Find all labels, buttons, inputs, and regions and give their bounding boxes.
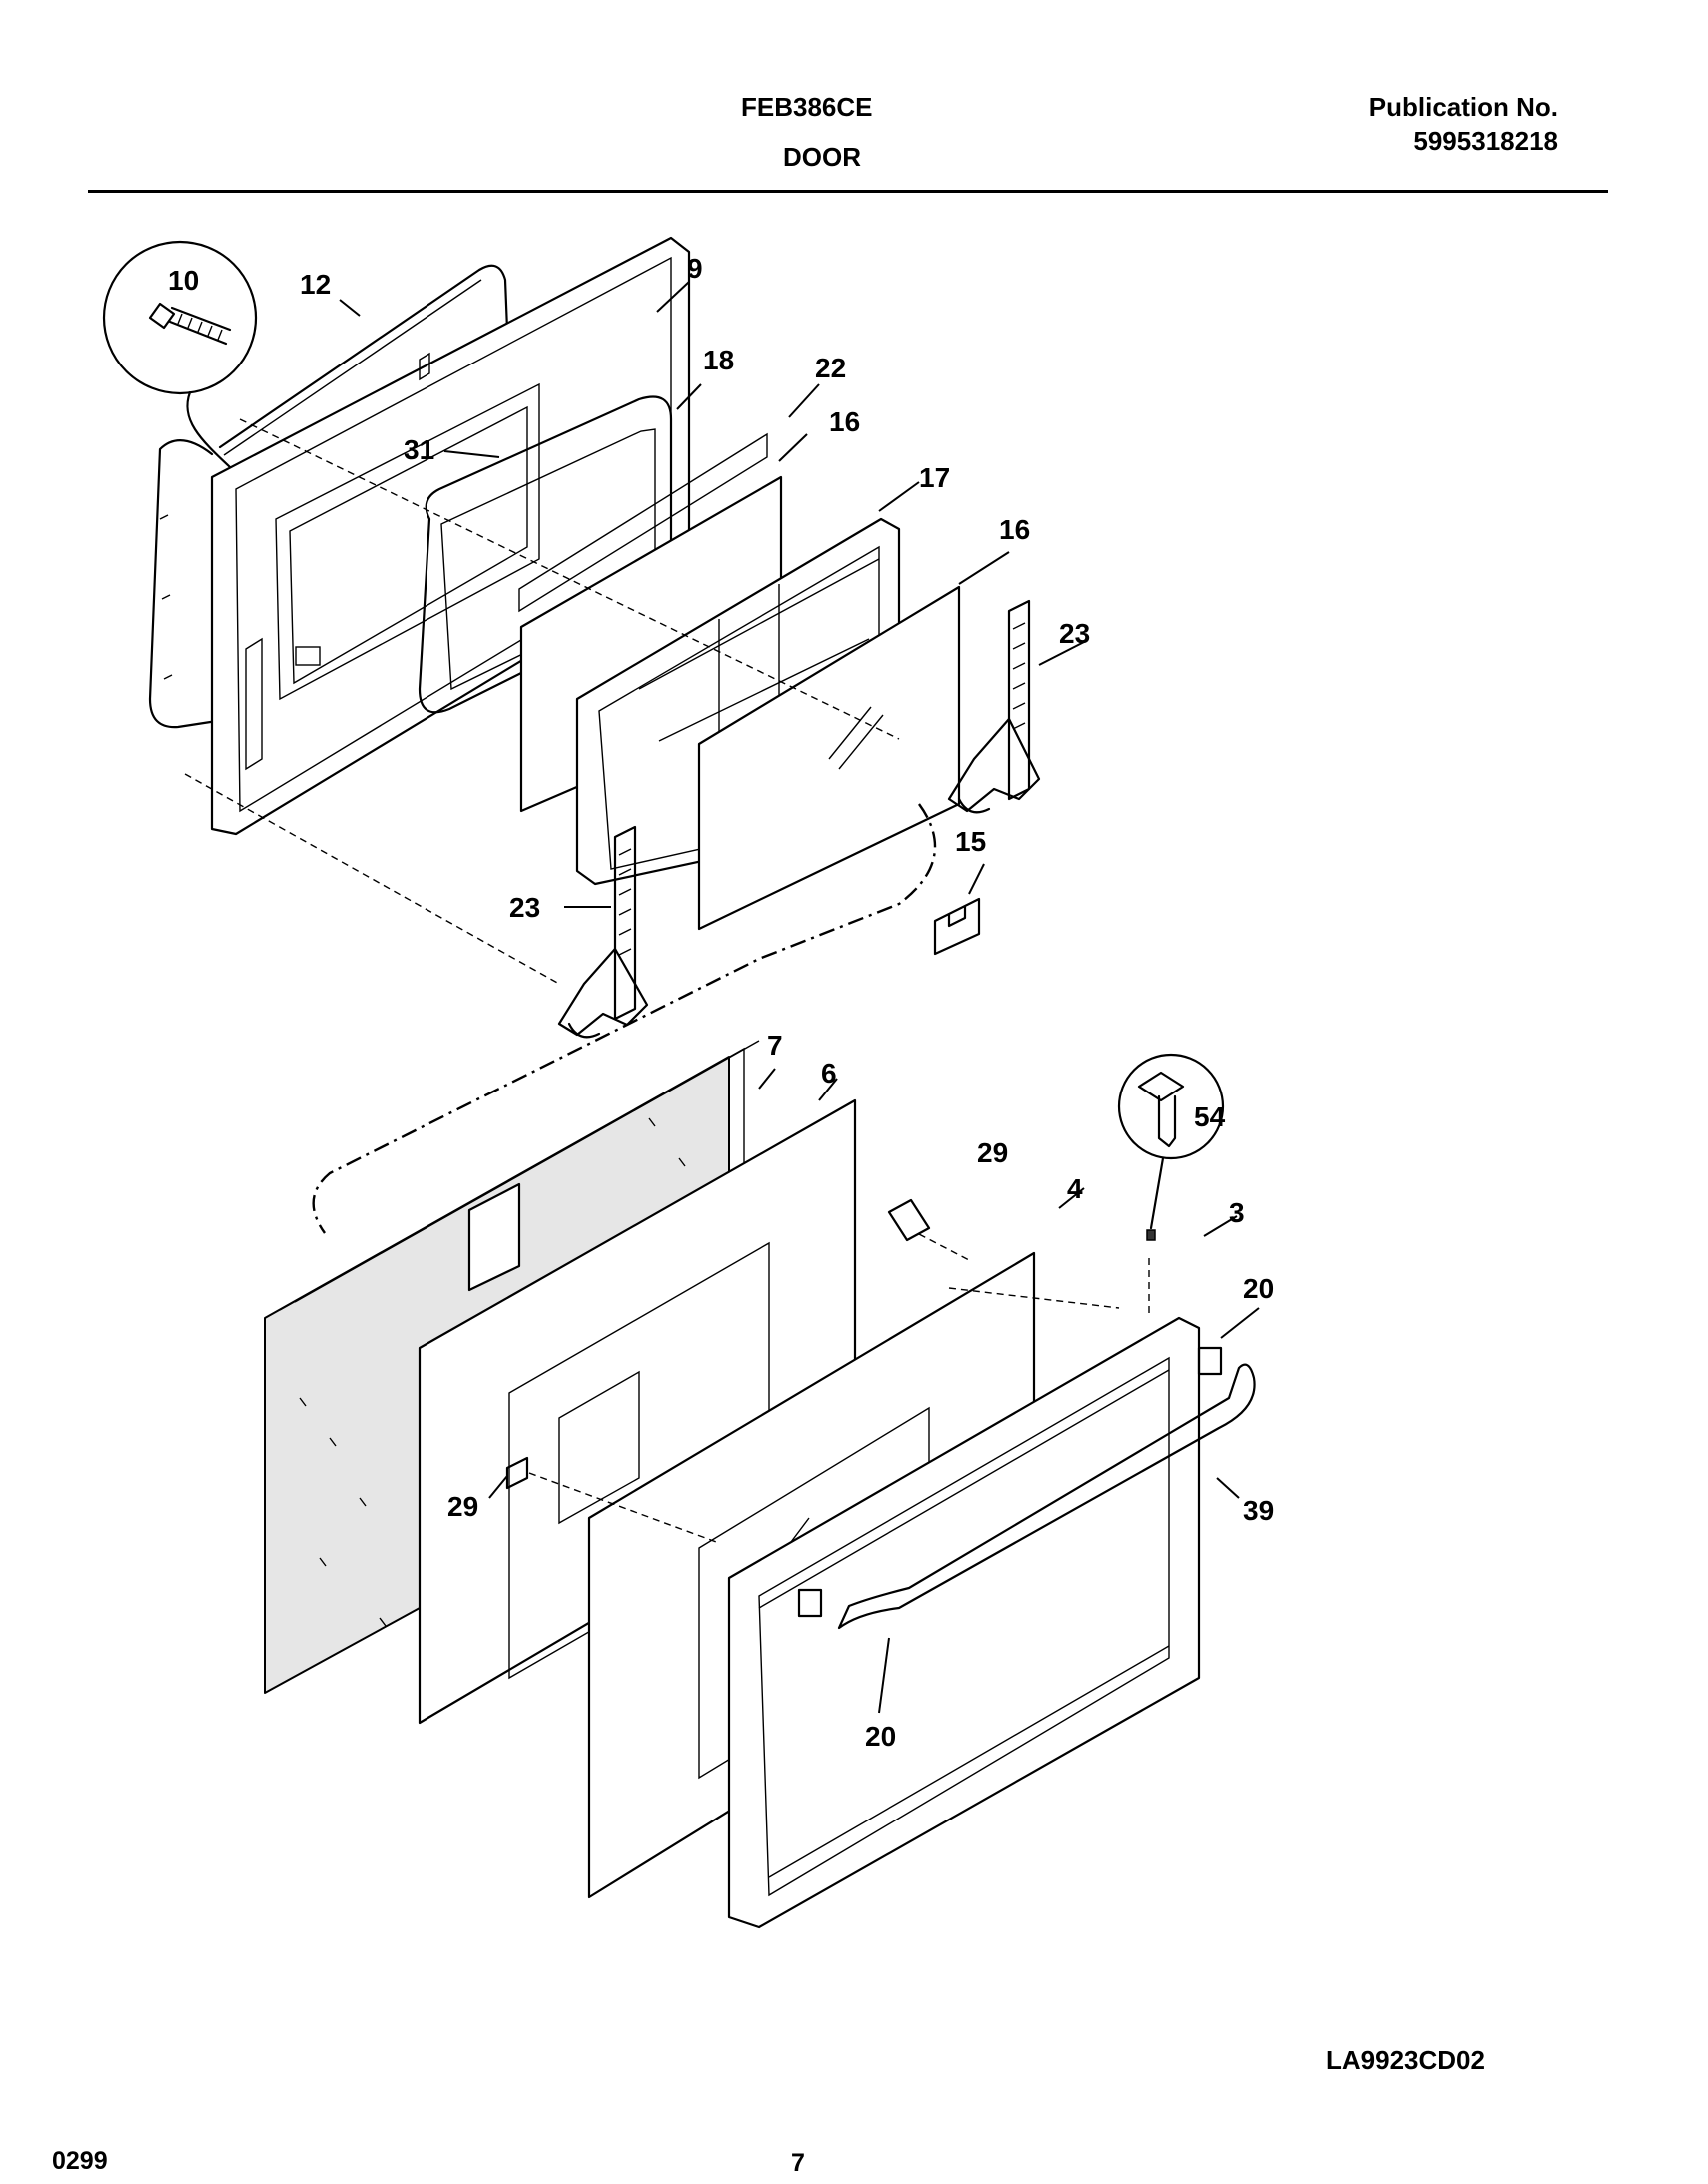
callout-10: 10: [168, 265, 199, 296]
callout-20-lower: 20: [865, 1721, 896, 1752]
callout-23-left: 23: [509, 892, 540, 923]
publication-number: 5995318218: [1413, 126, 1558, 156]
screw-detail-circle-54: [1117, 1053, 1225, 1241]
callout-31: 31: [404, 434, 434, 465]
callout-6: 6: [821, 1058, 837, 1089]
callout-15: 15: [955, 826, 986, 857]
spacer-right: [887, 1198, 970, 1261]
inner-glass-lower: [697, 585, 961, 931]
model-number: FEB386CE: [741, 92, 873, 122]
callout-23-right: 23: [1059, 618, 1090, 649]
leader-lines: [339, 281, 1260, 1714]
callout-16-lower: 16: [999, 514, 1030, 545]
projection-line: [184, 773, 560, 985]
callout-20-right: 20: [1243, 1273, 1274, 1304]
section-title: DOOR: [783, 142, 861, 172]
outer-door-frame: [727, 1316, 1201, 1929]
callout-29-right: 29: [977, 1137, 1008, 1168]
callout-17: 17: [919, 462, 950, 493]
callout-numbers: 10 12 9 18 22 16 31 17 16 23 15 23 7 6 2…: [168, 253, 1274, 1752]
callout-12: 12: [300, 269, 331, 300]
projection-line: [239, 418, 900, 740]
date-code: 0299: [52, 2147, 108, 2175]
handle-cap-right: [1197, 1346, 1223, 1376]
drawing-id: LA9923CD02: [1326, 2045, 1485, 2075]
callout-16-upper: 16: [829, 406, 860, 437]
callout-22: 22: [815, 353, 846, 383]
callout-7: 7: [767, 1030, 783, 1061]
projection-chain: [312, 803, 937, 1234]
bracket-15: [933, 897, 981, 956]
page-number: 7: [791, 2149, 805, 2177]
projection-line: [948, 1287, 1120, 1309]
door-handle: [837, 1363, 1256, 1630]
projection-line: [528, 1472, 720, 1544]
callout-54: 54: [1194, 1101, 1226, 1132]
callout-9: 9: [687, 253, 703, 284]
header-rule: [88, 190, 1608, 193]
handle-cap-left: [797, 1588, 823, 1618]
callout-4: 4: [1067, 1173, 1083, 1204]
hinge-left: [557, 825, 649, 1039]
hinge-right: [947, 599, 1041, 814]
callout-3: 3: [1229, 1197, 1245, 1228]
screw-detail-circle: [102, 240, 258, 469]
publication-label: Publication No.: [1368, 92, 1558, 122]
callout-29-left: 29: [447, 1491, 478, 1522]
callout-18: 18: [703, 345, 734, 375]
door-gasket: [148, 264, 509, 729]
insulation-strip: [518, 432, 768, 613]
callout-39: 39: [1243, 1495, 1274, 1526]
